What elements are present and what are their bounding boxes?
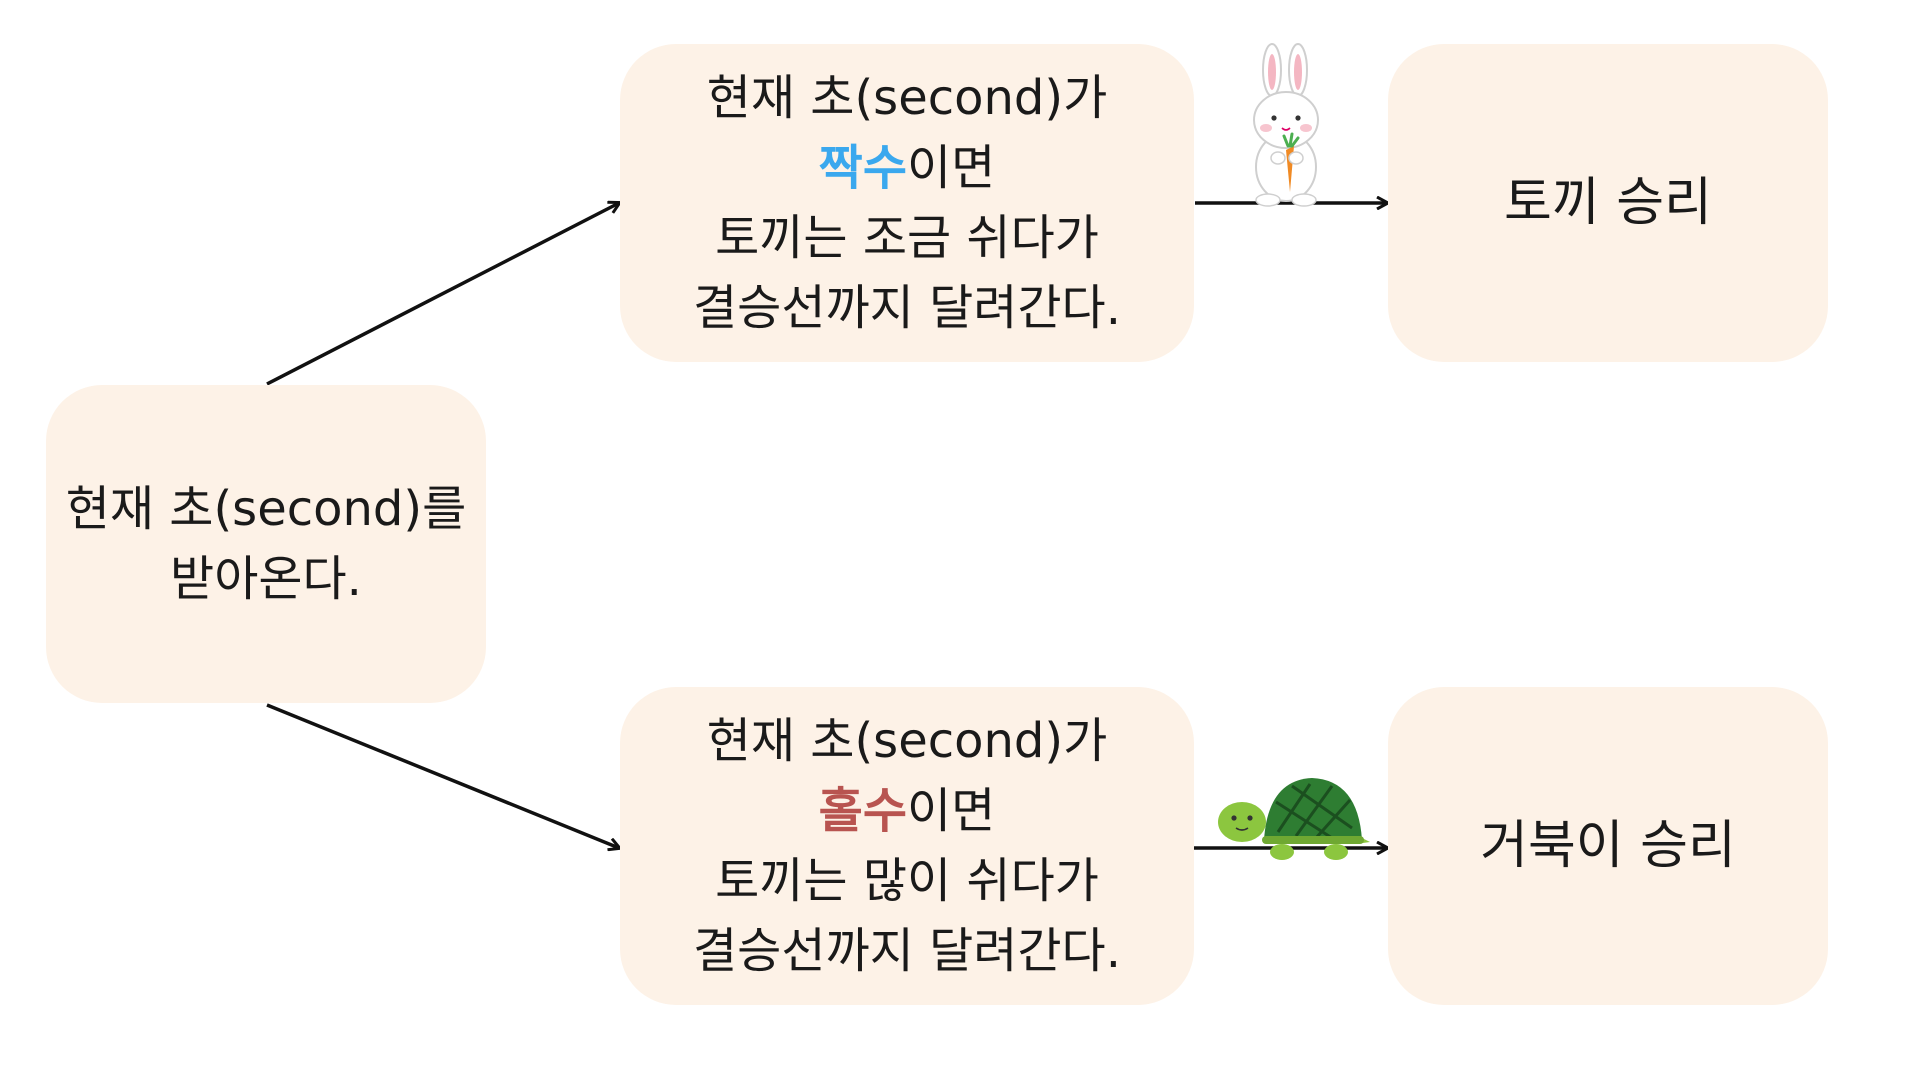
start-box-line2: 받아온다. [170, 551, 362, 607]
odd-condition-box: 현재 초(second)가 홀수이면 토끼는 많이 쉬다가 결승선까지 달려간다… [620, 687, 1194, 1005]
even-box-line4: 결승선까지 달려간다. [693, 280, 1121, 336]
rabbit-win-box: 토끼 승리 [1388, 44, 1828, 362]
turtle-icon [1218, 778, 1370, 860]
odd-highlight: 홀수 [818, 783, 907, 839]
turtle-win-label: 거북이 승리 [1480, 816, 1736, 876]
turtle-win-box: 거북이 승리 [1388, 687, 1828, 1005]
odd-box-line2-suffix: 이면 [907, 783, 996, 839]
odd-box-line1: 현재 초(second)가 [706, 713, 1108, 769]
even-box-line2-suffix: 이면 [907, 140, 996, 196]
even-box-line2: 짝수이면 [819, 133, 996, 203]
start-box-line1: 현재 초(second)를 [65, 481, 467, 537]
odd-box-line2: 홀수이면 [819, 776, 996, 846]
arrow-start-to-even [266, 203, 619, 386]
even-highlight: 짝수 [818, 140, 907, 196]
even-box-line3: 토끼는 조금 쉬다가 [715, 210, 1099, 266]
even-condition-box: 현재 초(second)가 짝수이면 토끼는 조금 쉬다가 결승선까지 달려간다… [620, 44, 1194, 362]
rabbit-with-carrot-icon [1253, 43, 1319, 207]
start-box: 현재 초(second)를 받아온다. [46, 385, 486, 703]
arrow-start-to-odd [266, 703, 619, 848]
rabbit-win-label: 토끼 승리 [1504, 173, 1712, 233]
even-box-line1: 현재 초(second)가 [706, 70, 1108, 126]
odd-box-line4: 결승선까지 달려간다. [693, 923, 1121, 979]
odd-box-line3: 토끼는 많이 쉬다가 [715, 853, 1099, 909]
